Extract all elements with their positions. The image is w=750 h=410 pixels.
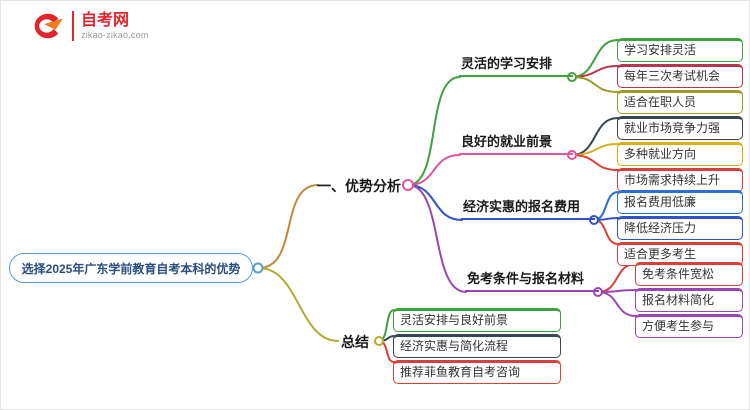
leaf-summary-recommend-feiyu: 推荐菲鱼教育自考咨询 [393,360,561,384]
connector-topic4-leaf2 [597,289,637,293]
connector-analysis-topic3 [407,184,463,221]
leaf-low-fees: 报名费用低廉 [617,190,743,214]
connector-analysis-topic4 [407,184,467,293]
logo-title: 自考网 [81,11,130,29]
connector-topic4-leaf3 [597,291,637,317]
leaf-flexible-schedule: 学习安排灵活 [617,38,743,62]
connector-summary-leaf2 [378,335,395,342]
leaf-multiple-career-paths: 多种就业方向 [617,142,743,166]
logo-swoosh-shape [34,13,59,39]
connector-topic3-leaf3 [593,219,619,245]
zikao-logo-icon [34,13,63,39]
leaf-easy-participation: 方便考生参与 [635,314,743,338]
root-node: 选择2025年广东学前教育自考本科的优势 [9,253,253,283]
connector-topic2-leaf2 [571,143,619,156]
topic-employment-prospects: 良好的就业前景 [459,133,573,155]
leaf-rising-demand: 市场需求持续上升 [617,168,743,192]
connector-topic3-leaf1 [593,191,619,221]
root-node-handle [252,262,264,274]
logo-divider [72,11,74,41]
topic-flexible-study: 灵活的学习安排 [459,55,573,77]
leaf-lenient-exemption: 免考条件宽松 [635,262,743,286]
analysis-node-handle [402,179,414,191]
leaf-summary-affordable-simplified: 经济实惠与简化流程 [393,334,561,358]
leaf-market-competitiveness: 就业市场竞争力强 [617,116,743,140]
connector-topic1-leaf3 [571,76,619,93]
leaf-suits-working-people: 适合在职人员 [617,90,743,114]
logo-wing-shape [44,18,63,30]
logo-domain: zikao-zikao.com [81,30,149,41]
leaf-summary-flexible-prospects: 灵活安排与良好前景 [393,308,561,332]
summary-node-handle [374,336,384,346]
connector-topic1-leaf2 [571,65,619,78]
connector-analysis-topic2 [407,154,461,186]
connector-summary-leaf3 [378,340,395,363]
logo-text-block: 自考网 zikao-zikao.com [81,12,149,40]
connector-topic3-leaf2 [593,217,619,221]
connector-root-summary [258,267,339,342]
root-node-label: 选择2025年广东学前教育自考本科的优势 [21,261,241,276]
connector-topic2-leaf3 [571,154,619,171]
connector-analysis-topic1 [407,76,461,186]
branch-summary-label: 总结 [341,334,369,350]
connector-summary-leaf1 [378,309,395,342]
leaf-reduced-financial-pressure: 降低经济压力 [617,216,743,240]
topic-exemption-materials: 免考条件与报名材料 [465,270,599,292]
connector-topic1-leaf1 [571,39,619,78]
leaf-simplified-materials: 报名材料简化 [635,288,743,312]
site-logo: 自考网 zikao-zikao.com [27,9,149,43]
branch-analysis-label: 一、优势分析 [317,178,401,194]
connector-topic4-leaf1 [597,263,637,293]
connector-root-analysis [258,184,319,269]
connector-topic2-leaf1 [571,117,619,156]
leaf-three-exams-yearly: 每年三次考试机会 [617,64,743,88]
topic-affordable-fees: 经济实惠的报名费用 [461,198,595,220]
